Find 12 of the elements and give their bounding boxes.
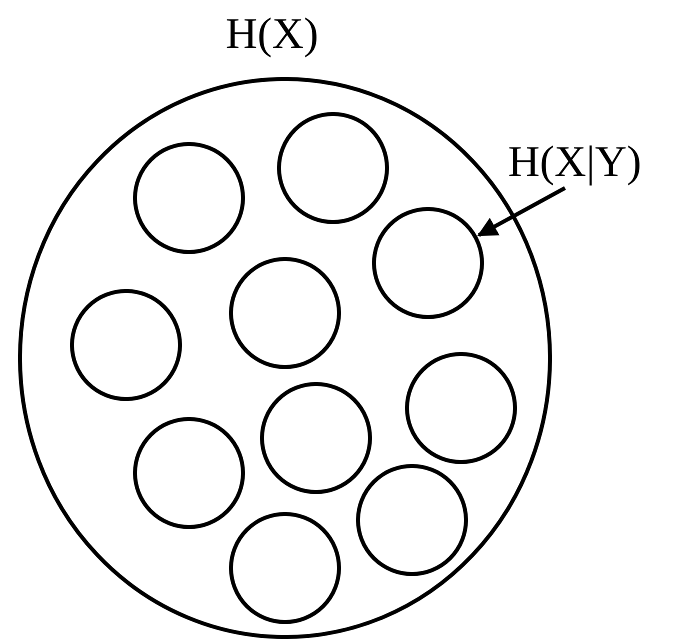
circle	[405, 352, 517, 464]
circle	[260, 382, 372, 494]
circle	[229, 512, 341, 624]
circle	[277, 112, 389, 224]
circle	[372, 207, 484, 319]
circle	[133, 417, 245, 529]
circle	[229, 257, 341, 369]
circle	[70, 289, 182, 401]
text-label: H(X|Y)	[508, 140, 673, 188]
circle	[133, 142, 245, 254]
circle	[356, 464, 468, 576]
circle-label: H(X)	[226, 12, 318, 56]
